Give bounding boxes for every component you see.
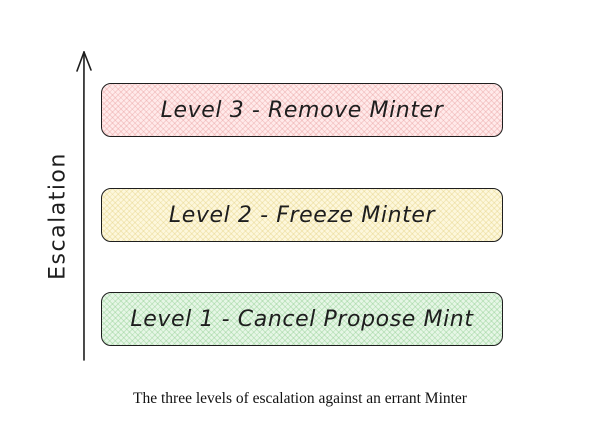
level-1-label: Level 1 - Cancel Propose Mint xyxy=(130,306,474,332)
level-2-label: Level 2 - Freeze Minter xyxy=(168,202,436,228)
escalation-arrow xyxy=(76,51,92,361)
level-3-box: Level 3 - Remove Minter xyxy=(101,83,503,137)
level-2-box: Level 2 - Freeze Minter xyxy=(101,188,503,242)
level-3-label: Level 3 - Remove Minter xyxy=(160,97,444,123)
figure-caption: The three levels of escalation against a… xyxy=(133,390,467,407)
escalation-axis-label: Escalation xyxy=(45,152,71,280)
level-1-box: Level 1 - Cancel Propose Mint xyxy=(101,292,503,346)
escalation-arrow-head-left xyxy=(76,51,85,72)
escalation-arrow-head-right xyxy=(83,51,92,71)
